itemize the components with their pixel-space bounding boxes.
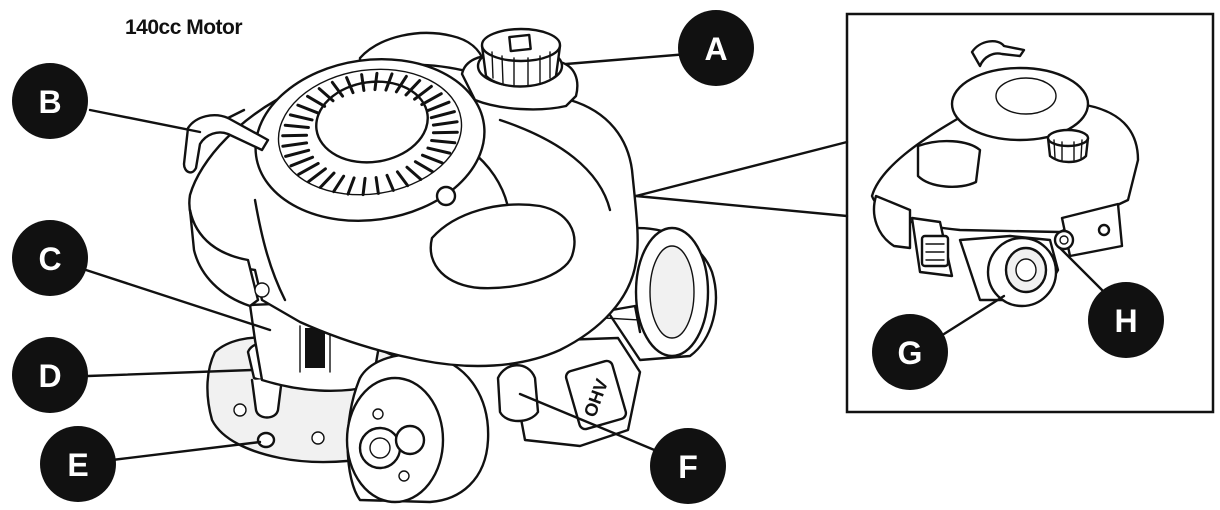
vent-slot	[306, 94, 327, 108]
vent-slot	[330, 80, 345, 98]
fuel-cap-grip	[491, 51, 551, 87]
vent-slot	[385, 173, 395, 192]
ohv-plate	[564, 359, 628, 431]
vent-slot	[413, 84, 433, 101]
leader-f	[518, 392, 666, 456]
vent-slot	[430, 138, 457, 145]
recoil-vent-slots	[281, 71, 459, 197]
callout-g: G	[872, 314, 948, 390]
vent-slot	[431, 120, 459, 127]
callout-b: B	[12, 63, 88, 139]
vent-slot	[281, 141, 309, 148]
inset-pull-handle	[970, 40, 1026, 68]
vent-slot	[384, 72, 394, 92]
leader-g	[942, 294, 1006, 336]
callout-b-label: B	[38, 84, 61, 120]
vent-slot	[395, 170, 410, 188]
inset-panel-window	[916, 139, 982, 188]
vent-slot	[297, 161, 320, 176]
base-bolt	[311, 431, 325, 445]
fuel-cap-notch	[508, 33, 532, 53]
callout-a: A	[678, 10, 754, 86]
vent-slot	[420, 92, 443, 107]
vent-slot	[281, 133, 309, 138]
vent-slot	[332, 174, 346, 194]
main-engine-illustration: OHV	[182, 27, 718, 504]
recoil-hub	[315, 80, 429, 164]
starter-pull-handle	[182, 114, 270, 174]
inset-left-housing	[872, 194, 912, 250]
callout-d: D	[12, 337, 88, 413]
callout-g-label: G	[898, 335, 923, 371]
vent-slot	[288, 113, 314, 122]
vent-slot	[373, 71, 379, 92]
vent-slot	[425, 100, 451, 113]
vent-slot	[283, 123, 310, 130]
callout-f-label: F	[678, 449, 698, 485]
callout-f: F	[650, 428, 726, 504]
oil-drain-plug	[256, 431, 276, 449]
callout-a-label: A	[704, 31, 727, 67]
vent-slot	[307, 167, 327, 184]
callout-h: H	[1088, 282, 1164, 358]
callout-c: C	[12, 220, 88, 296]
leader-d	[86, 368, 254, 378]
callout-d-label: D	[38, 358, 61, 394]
vent-slot	[289, 155, 315, 168]
leader-b	[88, 108, 202, 134]
inset-pointer-bottom	[634, 194, 849, 218]
shroud-bolt-left	[254, 282, 270, 298]
vent-slot	[431, 130, 459, 135]
inset-engine-rear-view	[870, 40, 1140, 308]
callout-e-label: E	[67, 447, 88, 483]
oil-fill-neck	[250, 376, 284, 419]
leader-c	[84, 268, 272, 332]
vent-slot	[420, 153, 444, 165]
vent-slot	[404, 79, 422, 97]
diagram-title: 140cc Motor	[125, 16, 243, 39]
shroud-bolt	[435, 185, 457, 207]
front-face	[188, 208, 260, 308]
vent-slot	[317, 87, 335, 103]
vent-slot	[345, 76, 355, 95]
callout-e: E	[40, 426, 116, 502]
vent-slot	[361, 176, 367, 197]
spark-plug-boot	[496, 364, 540, 423]
leader-lines	[84, 52, 690, 462]
engine-label-plate	[305, 328, 325, 368]
vent-slot	[318, 171, 336, 189]
vent-slot	[374, 176, 380, 195]
callout-c-label: C	[38, 241, 61, 277]
leader-a	[564, 52, 690, 66]
vent-slot	[429, 110, 456, 120]
vent-slot	[394, 74, 408, 94]
leader-e	[110, 440, 262, 462]
vent-slot	[296, 103, 320, 115]
vent-slot	[346, 176, 356, 196]
base-bolt-left	[233, 403, 247, 417]
shroud-panel	[429, 203, 576, 290]
pulley-hub-2	[394, 424, 426, 456]
vent-slot	[284, 148, 311, 158]
vent-slot	[405, 165, 423, 181]
vent-slot	[426, 146, 452, 155]
vent-slot	[360, 73, 366, 92]
inset-label	[920, 234, 950, 268]
inset-pointer-top	[634, 140, 849, 198]
callout-h-label: H	[1114, 303, 1137, 339]
vent-slot	[413, 160, 434, 174]
